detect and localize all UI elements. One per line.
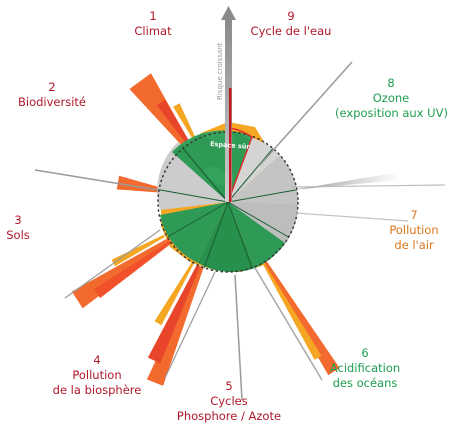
label-biodiversite: 2 Biodiversité xyxy=(18,80,86,109)
overshoot-wedge xyxy=(129,73,191,148)
risk-axis xyxy=(221,6,236,202)
label-sols: 3 Sols xyxy=(6,213,30,242)
overshoot-wedge xyxy=(147,264,200,364)
overshoot-wedge xyxy=(173,103,197,141)
overshoot-wedge xyxy=(93,240,172,299)
sector-divider xyxy=(227,189,297,203)
safe-boundary-circle xyxy=(157,131,299,273)
label-climat: 1 Climat xyxy=(134,9,172,38)
sector-divider xyxy=(227,201,253,268)
sector-dividers xyxy=(159,132,297,268)
sector-divider xyxy=(227,201,289,238)
overshoot-wedge xyxy=(111,234,165,267)
risk-axis-label: Risque croissant xyxy=(216,42,224,100)
safe-space-label: Espace sûr xyxy=(210,140,251,151)
sector-divider xyxy=(227,148,274,203)
label-pollution-biosphere: 4 Pollution de la biosphère xyxy=(52,353,142,397)
overshoot-wedge xyxy=(263,260,340,376)
sector-divider xyxy=(167,201,229,238)
sector-divider xyxy=(203,201,229,268)
label-cycle-eau: 9 Cycle de l'eau xyxy=(250,9,332,38)
overshoot-wedge xyxy=(262,262,322,360)
label-ozone: 8 Ozone (exposition aux UV) xyxy=(335,76,448,120)
overshoot-wedges xyxy=(71,73,340,386)
label-cycles-phosphore-azote: 5 Cycles Phosphore / Azote xyxy=(176,379,282,423)
sector-divider xyxy=(182,148,229,203)
sector-divider xyxy=(159,189,229,203)
label-acidification: 6 Acidification des océans xyxy=(329,346,401,390)
overshoot-wedge xyxy=(156,99,190,144)
label-pollution-air: 7 Pollution de l'air xyxy=(389,208,439,252)
grey-rays xyxy=(34,61,446,401)
overshoot-wedge xyxy=(154,262,195,326)
